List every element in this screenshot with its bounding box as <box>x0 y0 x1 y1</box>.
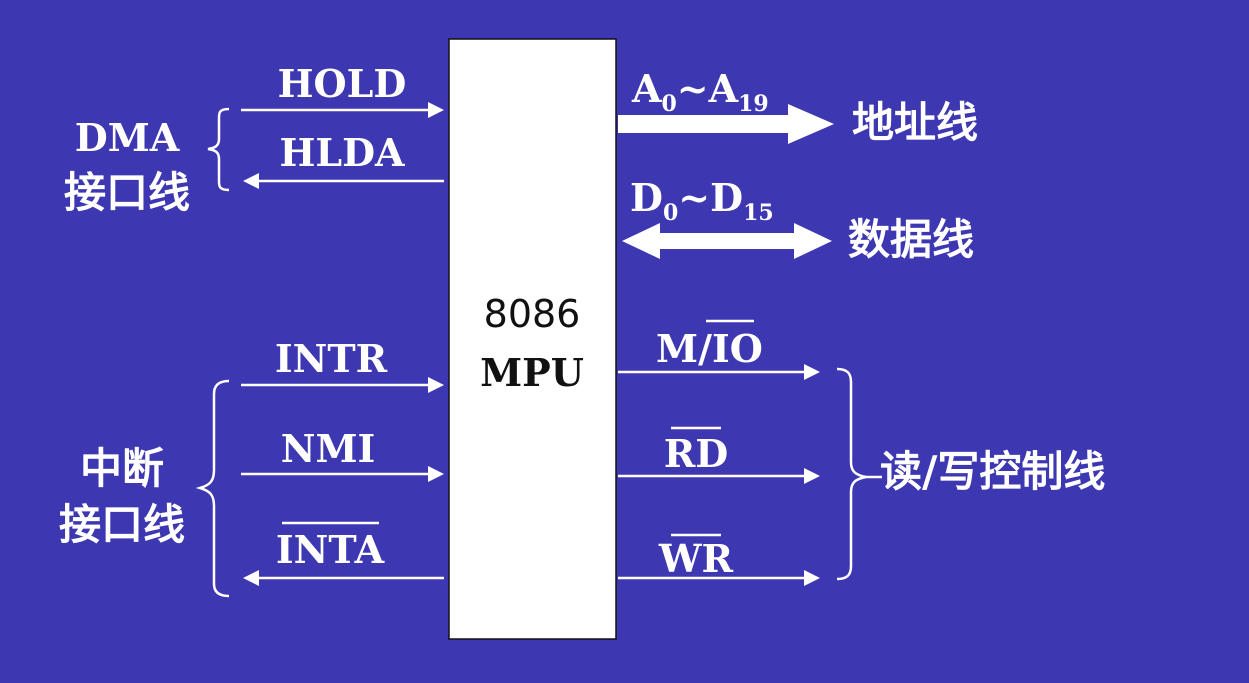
dma-interface-group: DMA 接口线 HOLD HLDA <box>64 61 444 217</box>
hold-arrowhead <box>428 102 444 118</box>
address-signal-sub-from: 0 <box>661 91 676 117</box>
wr-signal-label: WR <box>658 536 734 581</box>
hlda-arrowhead <box>243 173 259 189</box>
rd-signal-label: RD <box>664 431 729 476</box>
dma-brace <box>207 107 230 192</box>
address-signal-label: A0~A19 <box>631 66 769 117</box>
data-bus-group: D0~D15 数据线 <box>622 175 974 264</box>
address-signal-sep: ~A <box>677 66 739 111</box>
cpu-box <box>448 38 617 640</box>
cpu-label-line2: MPU <box>480 350 584 395</box>
interrupt-label-line1: 中断 <box>80 444 164 493</box>
cpu-label-line1: 8086 <box>484 292 581 336</box>
address-bus-arrow <box>618 104 834 144</box>
data-signal-base: D <box>630 175 663 220</box>
control-bus-label: 读/写控制线 <box>880 447 1105 496</box>
mio-signal-label: M/IO <box>656 326 763 371</box>
dma-label-line1: DMA <box>75 115 180 160</box>
address-bus-label: 地址线 <box>852 98 978 147</box>
cpu-block: 8086 MPU <box>448 38 617 640</box>
mio-arrowhead <box>804 364 820 380</box>
data-signal-sub-from: 0 <box>663 200 678 226</box>
wr-arrowhead <box>804 570 820 586</box>
inta-signal-label: INTA <box>276 527 385 572</box>
address-signal-base: A <box>631 66 662 111</box>
mio-signal-overbar-text: IO <box>712 326 763 371</box>
dma-label-line2: 接口线 <box>64 168 190 217</box>
data-bus-label: 数据线 <box>848 215 974 264</box>
address-signal-sub-to: 19 <box>738 91 769 117</box>
address-bus-group: A0~A19 地址线 <box>618 66 978 147</box>
interrupt-label-line2: 接口线 <box>59 500 185 549</box>
interrupt-interface-group: 中断 接口线 INTR NMI INTA <box>59 336 444 598</box>
intr-arrowhead <box>428 377 444 393</box>
hlda-signal-label: HLDA <box>279 130 405 175</box>
hold-signal-label: HOLD <box>278 61 407 106</box>
interrupt-brace <box>195 379 230 598</box>
inta-arrowhead <box>243 570 259 586</box>
mio-signal-prefix: M/ <box>656 326 712 371</box>
control-bus-group: M/IO RD WR 读/写控制线 <box>618 319 1105 586</box>
data-signal-sub-to: 15 <box>743 200 774 226</box>
data-signal-label: D0~D15 <box>630 175 774 226</box>
data-bus-arrow <box>622 223 832 259</box>
rd-arrowhead <box>804 468 820 484</box>
nmi-signal-label: NMI <box>281 426 376 471</box>
data-signal-sep: ~D <box>678 175 743 220</box>
nmi-arrowhead <box>428 466 444 482</box>
intr-signal-label: INTR <box>275 336 388 381</box>
